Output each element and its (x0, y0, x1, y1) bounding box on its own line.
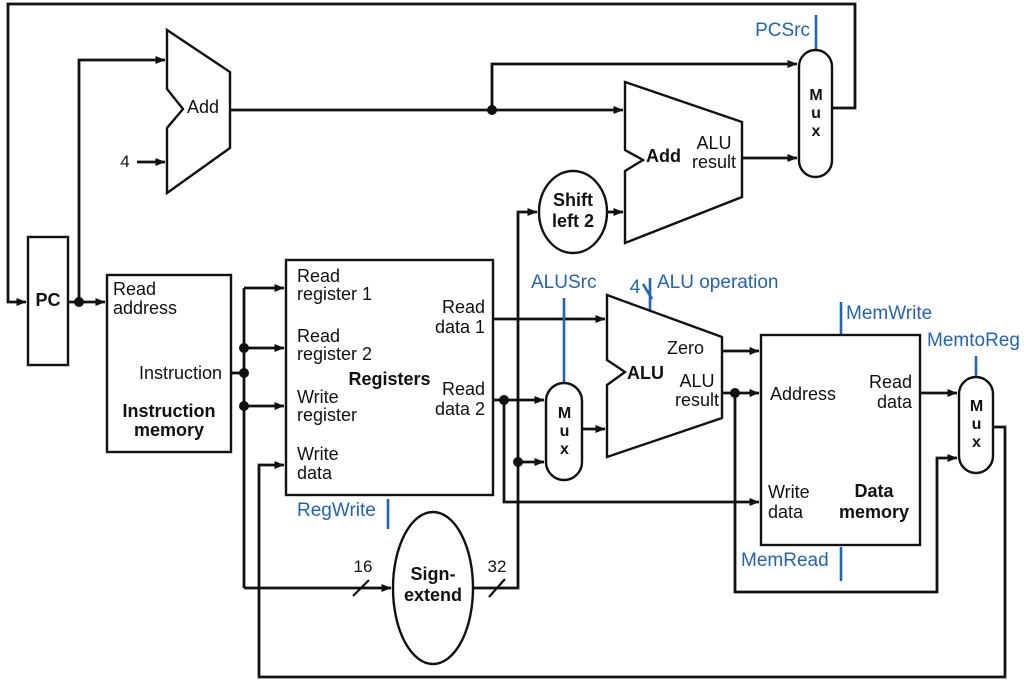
pc-adder-shape (165, 27, 232, 196)
wire-pc-to-add (77, 56, 166, 302)
alusrc-mux-shape (544, 381, 584, 482)
pc-adder-operand-4: 4 (120, 152, 130, 171)
dmem-title: Data memory (838, 481, 910, 522)
pc-label: PC (35, 290, 61, 310)
junction-dot (499, 395, 509, 405)
junction-dot (239, 401, 249, 411)
junction-dot (730, 388, 740, 398)
control-pcsrc-label: PCSrc (755, 20, 810, 41)
wire-pcplus4-to-mux (490, 60, 798, 110)
control-slash-alu-operation (641, 283, 654, 300)
reg-read-register2-port: Read register 2 (297, 326, 373, 364)
component-shapes (26, 27, 995, 666)
wire-pc-feedback-loop (6, 2, 857, 306)
shift-left-2-label: Shift left 2 (551, 190, 594, 231)
dmem-address-port: Address (770, 384, 837, 404)
alu-zero-label: Zero (667, 338, 705, 358)
wire-group (6, 2, 1007, 679)
imem-read-address-port: Read address (113, 279, 178, 318)
slash-16-bit (352, 579, 370, 597)
bus-width-slashes (352, 578, 506, 598)
sign-extend-label: Sign- extend (403, 564, 463, 605)
reg-read-data2-port: Read data 2 (434, 379, 485, 419)
control-alu-operation-width-label: 4 (629, 277, 641, 298)
alusrc-mux: Mux (546, 383, 582, 480)
branch-adder-shape (623, 80, 744, 245)
registers-box (284, 258, 495, 497)
wire-alu-result-bypass (733, 393, 958, 594)
reg-write-data-port: Write data (297, 444, 339, 483)
wire-signextend-to-shift (473, 208, 538, 590)
dmem-write-data-port: Write data (768, 482, 810, 522)
junction-dots (74, 105, 740, 467)
control-memtoreg-label: MemtoReg (927, 330, 1020, 351)
alu-label: ALU (627, 363, 664, 383)
alu-result-label: ALU result (674, 371, 719, 410)
imem-instruction-port: Instruction (138, 363, 222, 383)
junction-dot (487, 105, 497, 115)
control-alu-operation-label: ALU operation (657, 272, 779, 293)
pcsrc-mux-shape (797, 48, 834, 179)
pc-box (26, 235, 70, 367)
junction-dot (239, 368, 249, 378)
imem-title: Instruction memory (122, 401, 216, 440)
sign-extend-shape (391, 510, 475, 666)
registers-title: Registers (348, 369, 431, 389)
pcsrc-mux-label: Mux (807, 86, 825, 141)
control-regwrite-label: RegWrite (297, 500, 376, 521)
dmem-read-data-port: Read data (868, 372, 912, 412)
junction-dot (513, 457, 523, 467)
bus-width-16-label: 16 (353, 557, 373, 576)
junction-dot (74, 297, 84, 307)
memtoreg-mux-label: Mux (968, 398, 985, 452)
instruction-memory-box (105, 273, 233, 454)
junction-dot (239, 343, 249, 353)
pc-adder-label: Add (187, 97, 220, 117)
control-memwrite-label: MemWrite (846, 303, 933, 324)
alusrc-mux-label: Mux (556, 404, 573, 459)
memtoreg-mux: Mux (959, 377, 993, 473)
shift-left-2-shape (537, 169, 609, 255)
data-memory-box (759, 333, 922, 547)
control-alusrc-label: ALUSrc (531, 272, 597, 293)
pcsrc-mux: Mux (799, 50, 832, 177)
memtoreg-mux-shape (957, 375, 995, 475)
reg-read-register1-port: Read register 1 (297, 266, 373, 304)
reg-write-register-port: Write register (297, 387, 358, 425)
reg-read-data1-port: Read data 1 (434, 297, 485, 337)
wire-read-data2-to-dmem (502, 400, 760, 506)
branch-adder-label: Add (646, 146, 681, 166)
control-memread-label: MemRead (741, 550, 829, 571)
wire-writeback (257, 425, 1007, 679)
control-line-group (386, 15, 978, 581)
slash-32-bit (488, 578, 506, 598)
branch-adder-result-label: ALU result (691, 133, 736, 172)
bus-width-32-label: 32 (487, 557, 507, 576)
alu-shape (605, 293, 724, 459)
